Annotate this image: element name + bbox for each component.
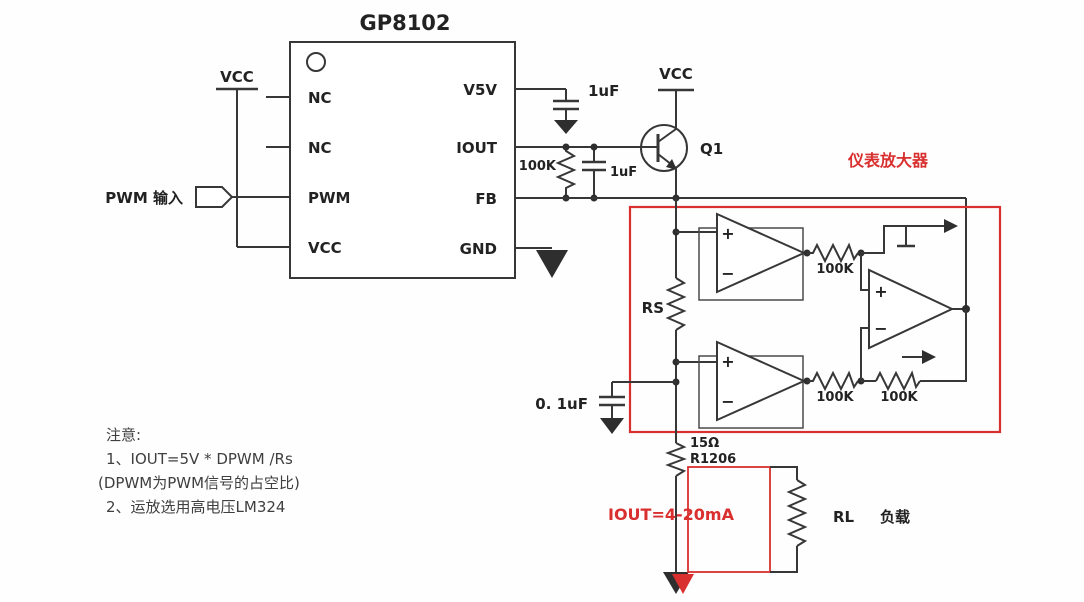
collector-diag — [657, 128, 677, 143]
resistor-100k-bottom1-label: 100K — [816, 390, 854, 405]
pin-pwm: PWM — [308, 189, 350, 207]
rl-label: RL — [833, 508, 855, 526]
op3-minus-wire — [860, 327, 869, 381]
emitter-arrow-icon — [666, 159, 677, 170]
op1-minus-sign: − — [721, 264, 734, 283]
r-sense-value-label: 15Ω — [690, 436, 719, 451]
r-sense-part-label: R1206 — [690, 452, 736, 467]
transistor-q1: VCC Q1 — [640, 65, 723, 198]
ic-title: GP8102 — [359, 11, 450, 35]
pwm-input-label: PWM 输入 — [105, 189, 183, 207]
op2-minus-sign: − — [721, 392, 734, 411]
pin1-marker — [306, 52, 326, 72]
op3-plus-sign: + — [874, 282, 887, 301]
pin-nc1: NC — [308, 89, 332, 107]
note-line1: 1、IOUT=5V * DPWM /Rs — [106, 450, 293, 468]
note-line3: 2、运放选用高电压LM324 — [106, 498, 285, 516]
op3-plus-wire — [860, 253, 869, 291]
ic-gp8102: GP8102 NC NC PWM VCC V5V IOUT FB GND — [266, 11, 516, 279]
pin-vcc: VCC — [308, 239, 342, 257]
resistor-15ohm — [665, 442, 687, 477]
notes-block: 注意: 1、IOUT=5V * DPWM /Rs (DPWM为PWM信号的占空比… — [98, 426, 300, 516]
cap2-label: 1uF — [610, 165, 637, 180]
vcc-left-label: VCC — [220, 68, 254, 86]
inamp-section: 仪表放大器 RS 0. 1uF + − 100K — [535, 151, 1002, 443]
resistor-100k-bottom2-label: 100K — [880, 390, 918, 405]
pin-v5v: V5V — [463, 81, 497, 99]
transistor-circle — [640, 124, 688, 172]
q1-label: Q1 — [700, 140, 723, 158]
opamp3 — [868, 268, 955, 350]
cap1-label: 1uF — [588, 82, 619, 100]
resistor-100k-bottom2 — [875, 370, 921, 392]
v5v-branch: 1uF — [515, 82, 619, 134]
op3-minus-sign: − — [874, 319, 887, 338]
load-label: 负载 — [880, 508, 910, 526]
op2-plus-sign: + — [721, 352, 734, 371]
pin-nc2: NC — [308, 139, 332, 157]
op1-plus-sign: + — [721, 224, 734, 243]
vcc-right-label: VCC — [659, 65, 693, 83]
ground-icon-3 — [600, 418, 624, 434]
pwm-connector-icon — [195, 186, 234, 208]
rl-bottom-wire — [770, 546, 798, 573]
resistor-100k-iout-label: 100K — [519, 159, 557, 174]
gnd-branch — [515, 247, 568, 278]
pin-iout: IOUT — [456, 139, 498, 157]
ground-icon-1 — [554, 120, 578, 134]
op2-feedback-loop — [698, 355, 804, 429]
top-out-wire — [861, 225, 944, 254]
resistor-100k-iout — [555, 147, 577, 198]
note-title: 注意: — [106, 426, 141, 444]
pin-gnd: GND — [460, 240, 497, 258]
resistor-100k-bottom1 — [807, 370, 859, 392]
note-line2: (DPWM为PWM信号的占空比) — [98, 474, 300, 492]
resistor-rl — [786, 479, 808, 547]
rl-top-wire — [770, 466, 798, 480]
arrow-right-icon-mid — [922, 350, 936, 364]
current-arrow-icon — [672, 574, 694, 594]
ic-body — [289, 41, 516, 279]
resistor-100k-top — [807, 242, 859, 264]
junction-dot — [562, 143, 570, 151]
inamp-box — [628, 205, 1002, 434]
resistor-rs — [665, 277, 687, 331]
junction-dot — [590, 143, 598, 151]
op1-feedback-loop — [698, 227, 804, 301]
current-loop-highlight — [687, 466, 771, 573]
cap3-label: 0. 1uF — [535, 395, 588, 413]
rs-label: RS — [642, 299, 664, 317]
inamp-title: 仪表放大器 — [847, 151, 929, 170]
pwm-input: PWM 输入 — [105, 186, 290, 208]
vcc-left-rail: VCC — [216, 68, 290, 248]
ground-icon-2 — [536, 250, 568, 278]
opamp1 — [716, 212, 807, 294]
feedback-wire — [920, 309, 967, 382]
output-section: 15Ω R1206 IOUT=4-20mA RL 负载 — [608, 436, 910, 594]
pin-fb: FB — [475, 190, 497, 208]
iout-range-label: IOUT=4-20mA — [608, 505, 735, 524]
arrow-right-icon-top — [944, 219, 958, 233]
opamp2 — [716, 340, 807, 422]
resistor-100k-top-label: 100K — [816, 262, 854, 277]
iout-branch: 100K 1uF — [515, 143, 658, 202]
